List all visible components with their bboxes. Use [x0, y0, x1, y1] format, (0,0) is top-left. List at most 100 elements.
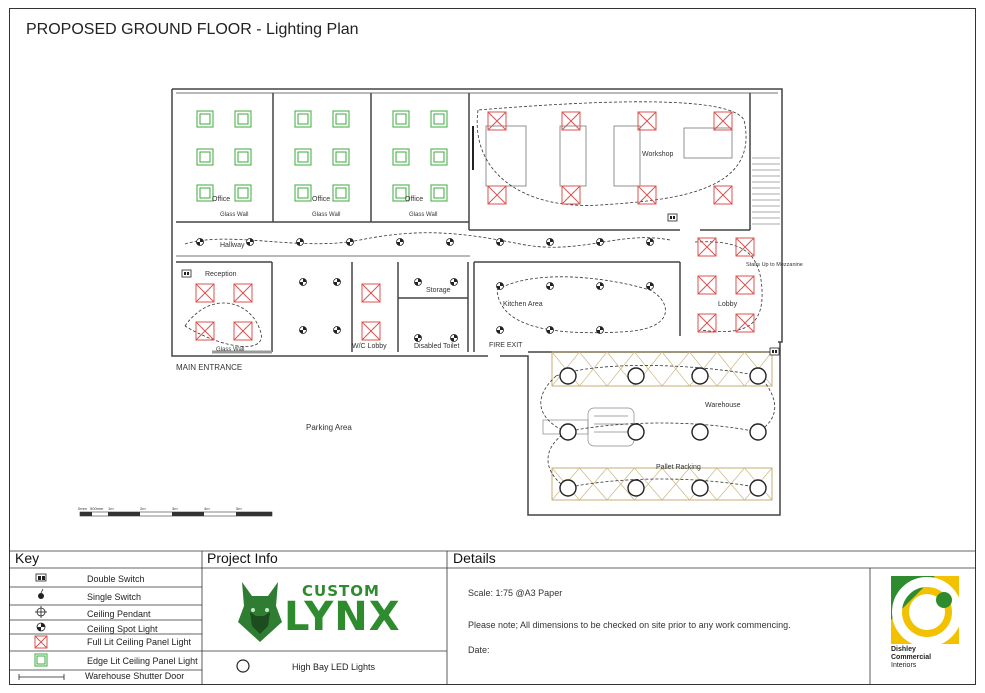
double-switch	[181, 269, 192, 278]
edge-lit-panel-light	[430, 110, 448, 128]
scale-label: 2m	[140, 506, 146, 511]
room-lobby: Lobby	[718, 301, 738, 308]
single-switch-icon	[38, 588, 44, 599]
stairs-label: Stairs Up to Mezzanine	[746, 262, 803, 268]
double-switch	[667, 213, 678, 222]
lighting-circuits	[184, 101, 776, 489]
main-entrance-label: MAIN ENTRANCE	[176, 363, 242, 372]
high-bay-led-light	[559, 423, 577, 441]
fire-exit-label: FIRE EXIT	[489, 342, 523, 349]
ceiling-spot-light	[246, 238, 254, 246]
pallet-racking-label: Pallet Racking	[656, 464, 701, 471]
high-bay-led-light	[627, 423, 645, 441]
edge-lit-panel-light	[234, 148, 252, 166]
glass-wall-4: Glass Wall	[216, 347, 244, 353]
racking-brace	[606, 467, 635, 501]
high-bay-icon	[236, 659, 250, 673]
edge-lit-panel-light	[196, 184, 214, 202]
ceiling-spot-light	[396, 238, 404, 246]
ceiling-spot-light	[546, 282, 554, 290]
ceiling-spot-light	[446, 238, 454, 246]
ceiling-spot-light	[546, 326, 554, 334]
edge-lit-panel-light	[392, 110, 410, 128]
warehouse-label: Warehouse	[705, 402, 741, 409]
full-lit-panel-light	[561, 111, 581, 131]
key-label-ceiling-pendant: Ceiling Pendant	[87, 609, 151, 619]
dishley-logo-icon	[891, 576, 962, 647]
racking-brace	[661, 467, 690, 501]
ceiling-spot-icon	[36, 622, 46, 632]
title-block-lines	[9, 550, 976, 685]
full-lit-panel-light	[195, 283, 215, 303]
key-heading: Key	[15, 550, 40, 566]
scale-label: 500mm	[90, 506, 104, 511]
full-lit-panel-light	[735, 313, 755, 333]
ceiling-spot-light	[496, 238, 504, 246]
high-bay-led-light	[691, 423, 709, 441]
full-lit-panel-light	[561, 185, 581, 205]
full-lit-panel-light	[697, 275, 717, 295]
glass-wall-2: Glass Wall	[312, 212, 340, 218]
full-lit-panel-light	[361, 283, 381, 303]
ceiling-spot-light	[646, 238, 654, 246]
edge-lit-panel-light	[392, 148, 410, 166]
high-bay-led-light	[749, 367, 767, 385]
full-lit-panel-light	[735, 275, 755, 295]
racking-brace	[579, 351, 608, 387]
ceiling-pendant-icon	[35, 606, 47, 618]
key-label-full-lit-panel: Full Lit Ceiling Panel Light	[87, 637, 192, 647]
ceiling-spot-light	[414, 334, 422, 342]
edge-lit-panel-light	[332, 148, 350, 166]
glass-wall-3: Glass Wall	[409, 212, 437, 218]
drawing-sheet	[9, 8, 976, 685]
room-reception: Reception	[205, 271, 237, 278]
note-detail: Please note; All dimensions to be checke…	[468, 620, 791, 630]
edge-lit-panel-light	[332, 110, 350, 128]
key-label-single-switch: Single Switch	[87, 592, 142, 602]
edge-lit-panel-light	[392, 184, 410, 202]
ceiling-spot-light	[299, 278, 307, 286]
full-lit-panel-light	[713, 185, 733, 205]
full-lit-panel-light	[713, 111, 733, 131]
double-switch	[769, 347, 780, 356]
company-line-1: Dishley	[891, 646, 916, 653]
details-heading: Details	[453, 550, 496, 566]
room-wc-lobby: W/C Lobby	[352, 343, 387, 350]
ceiling-spot-light	[299, 326, 307, 334]
key-label-ceiling-spot: Ceiling Spot Light	[87, 624, 158, 634]
workshop-benches	[472, 125, 733, 187]
date-detail: Date:	[468, 645, 490, 655]
scale-label: 1m	[108, 506, 114, 511]
scale-label: 4m	[204, 506, 210, 511]
ceiling-spot-light	[333, 326, 341, 334]
logo-lynx-text: LYNX	[284, 594, 401, 640]
room-hallway: Hallway	[220, 242, 245, 249]
racking-brace	[716, 467, 745, 501]
ceiling-spot-light	[346, 238, 354, 246]
sheet-title: PROPOSED GROUND FLOOR - Lighting Plan	[26, 21, 359, 38]
edge-lit-panel-light	[196, 110, 214, 128]
scale-detail: Scale: 1:75 @A3 Paper	[468, 588, 563, 598]
ceiling-spot-light	[296, 238, 304, 246]
project-info-heading: Project Info	[207, 550, 278, 566]
room-office-3: Office	[405, 196, 423, 203]
ceiling-spot-light	[496, 326, 504, 334]
building-outline	[171, 88, 783, 516]
high-bay-led-light	[559, 367, 577, 385]
edge-lit-panel-light	[294, 184, 312, 202]
room-workshop: Workshop	[642, 151, 673, 158]
full-lit-panel-light	[697, 237, 717, 257]
key-icons	[18, 573, 250, 680]
ceiling-spot-light	[646, 282, 654, 290]
full-lit-panel-light	[637, 185, 657, 205]
high-bay-led-light	[749, 423, 767, 441]
ceiling-spot-light	[450, 278, 458, 286]
pallet-racking	[551, 351, 773, 501]
racking-brace	[579, 467, 608, 501]
full-lit-panel-light	[195, 321, 215, 341]
high-bay-label: High Bay LED Lights	[292, 662, 376, 672]
full-lit-panel-light	[233, 283, 253, 303]
edge-lit-panel-light	[234, 110, 252, 128]
